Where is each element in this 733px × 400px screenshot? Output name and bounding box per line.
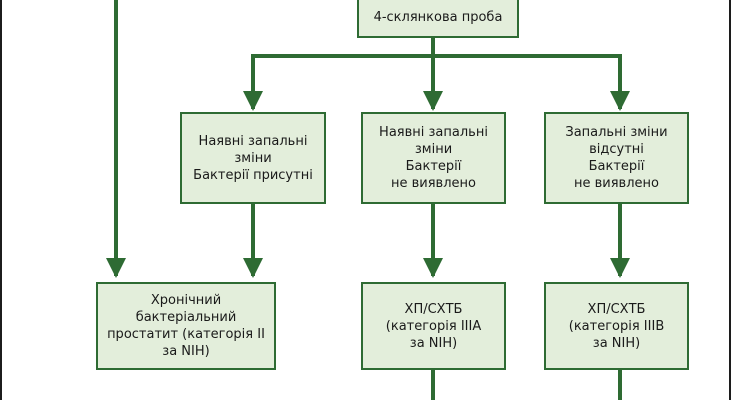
node-text-line: зміни xyxy=(234,150,272,166)
node-no-inflammation-bacteria-absent: Запальні зміни відсутні Бактерії не вияв… xyxy=(544,112,689,204)
page-border-right xyxy=(729,0,731,400)
node-cp-cpps-category-iiia: ХП/СХТБ (категорія IIIA за NIH) xyxy=(361,282,506,370)
node-four-glass-test: 4-склянкова проба xyxy=(357,0,519,38)
node-text-line: простатит (категорія II xyxy=(107,327,265,342)
node-inflammation-bacteria-present: Наявні запальні зміни Бактерії присутні xyxy=(180,112,326,204)
node-text-line: 4-склянкова проба xyxy=(373,10,503,25)
node-text-line: Хронічний xyxy=(150,293,222,308)
node-text-line: Бактерії xyxy=(588,159,645,174)
node-text-line: Бактерії xyxy=(405,159,462,174)
node-text-line: ХП/СХТБ xyxy=(404,301,463,317)
node-inflammation-bacteria-absent: Наявні запальні зміни Бактерії не виявле… xyxy=(361,112,506,204)
node-text-line: не виявлено xyxy=(574,176,659,191)
node-chronic-bacterial-prostatitis: Хронічний бактеріальний простатит (катег… xyxy=(96,282,276,370)
node-text-line: Наявні запальні xyxy=(198,133,308,149)
node-text-line: (категорія IIIB xyxy=(568,318,665,334)
node-text-line: за NIH) xyxy=(592,335,641,351)
node-text-line: зміни xyxy=(414,142,453,157)
node-cp-cpps-category-iiib: ХП/СХТБ (категорія IIIB за NIH) xyxy=(544,282,689,370)
node-text-line: бактеріальний xyxy=(135,310,237,325)
node-text-line: за NIH) xyxy=(162,344,210,359)
node-text-line: ХП/СХТБ xyxy=(587,301,646,317)
node-text-line: не виявлено xyxy=(391,176,476,191)
node-text-line: відсутні xyxy=(589,142,644,157)
node-text-line: за NIH) xyxy=(409,335,458,351)
node-text-line: Наявні запальні xyxy=(379,125,488,140)
node-text-line: Запальні зміни xyxy=(565,125,668,140)
node-text-line: Бактерії присутні xyxy=(193,167,313,183)
node-text-line: (категорія IIIA xyxy=(385,318,482,334)
page-border-left xyxy=(0,0,2,400)
